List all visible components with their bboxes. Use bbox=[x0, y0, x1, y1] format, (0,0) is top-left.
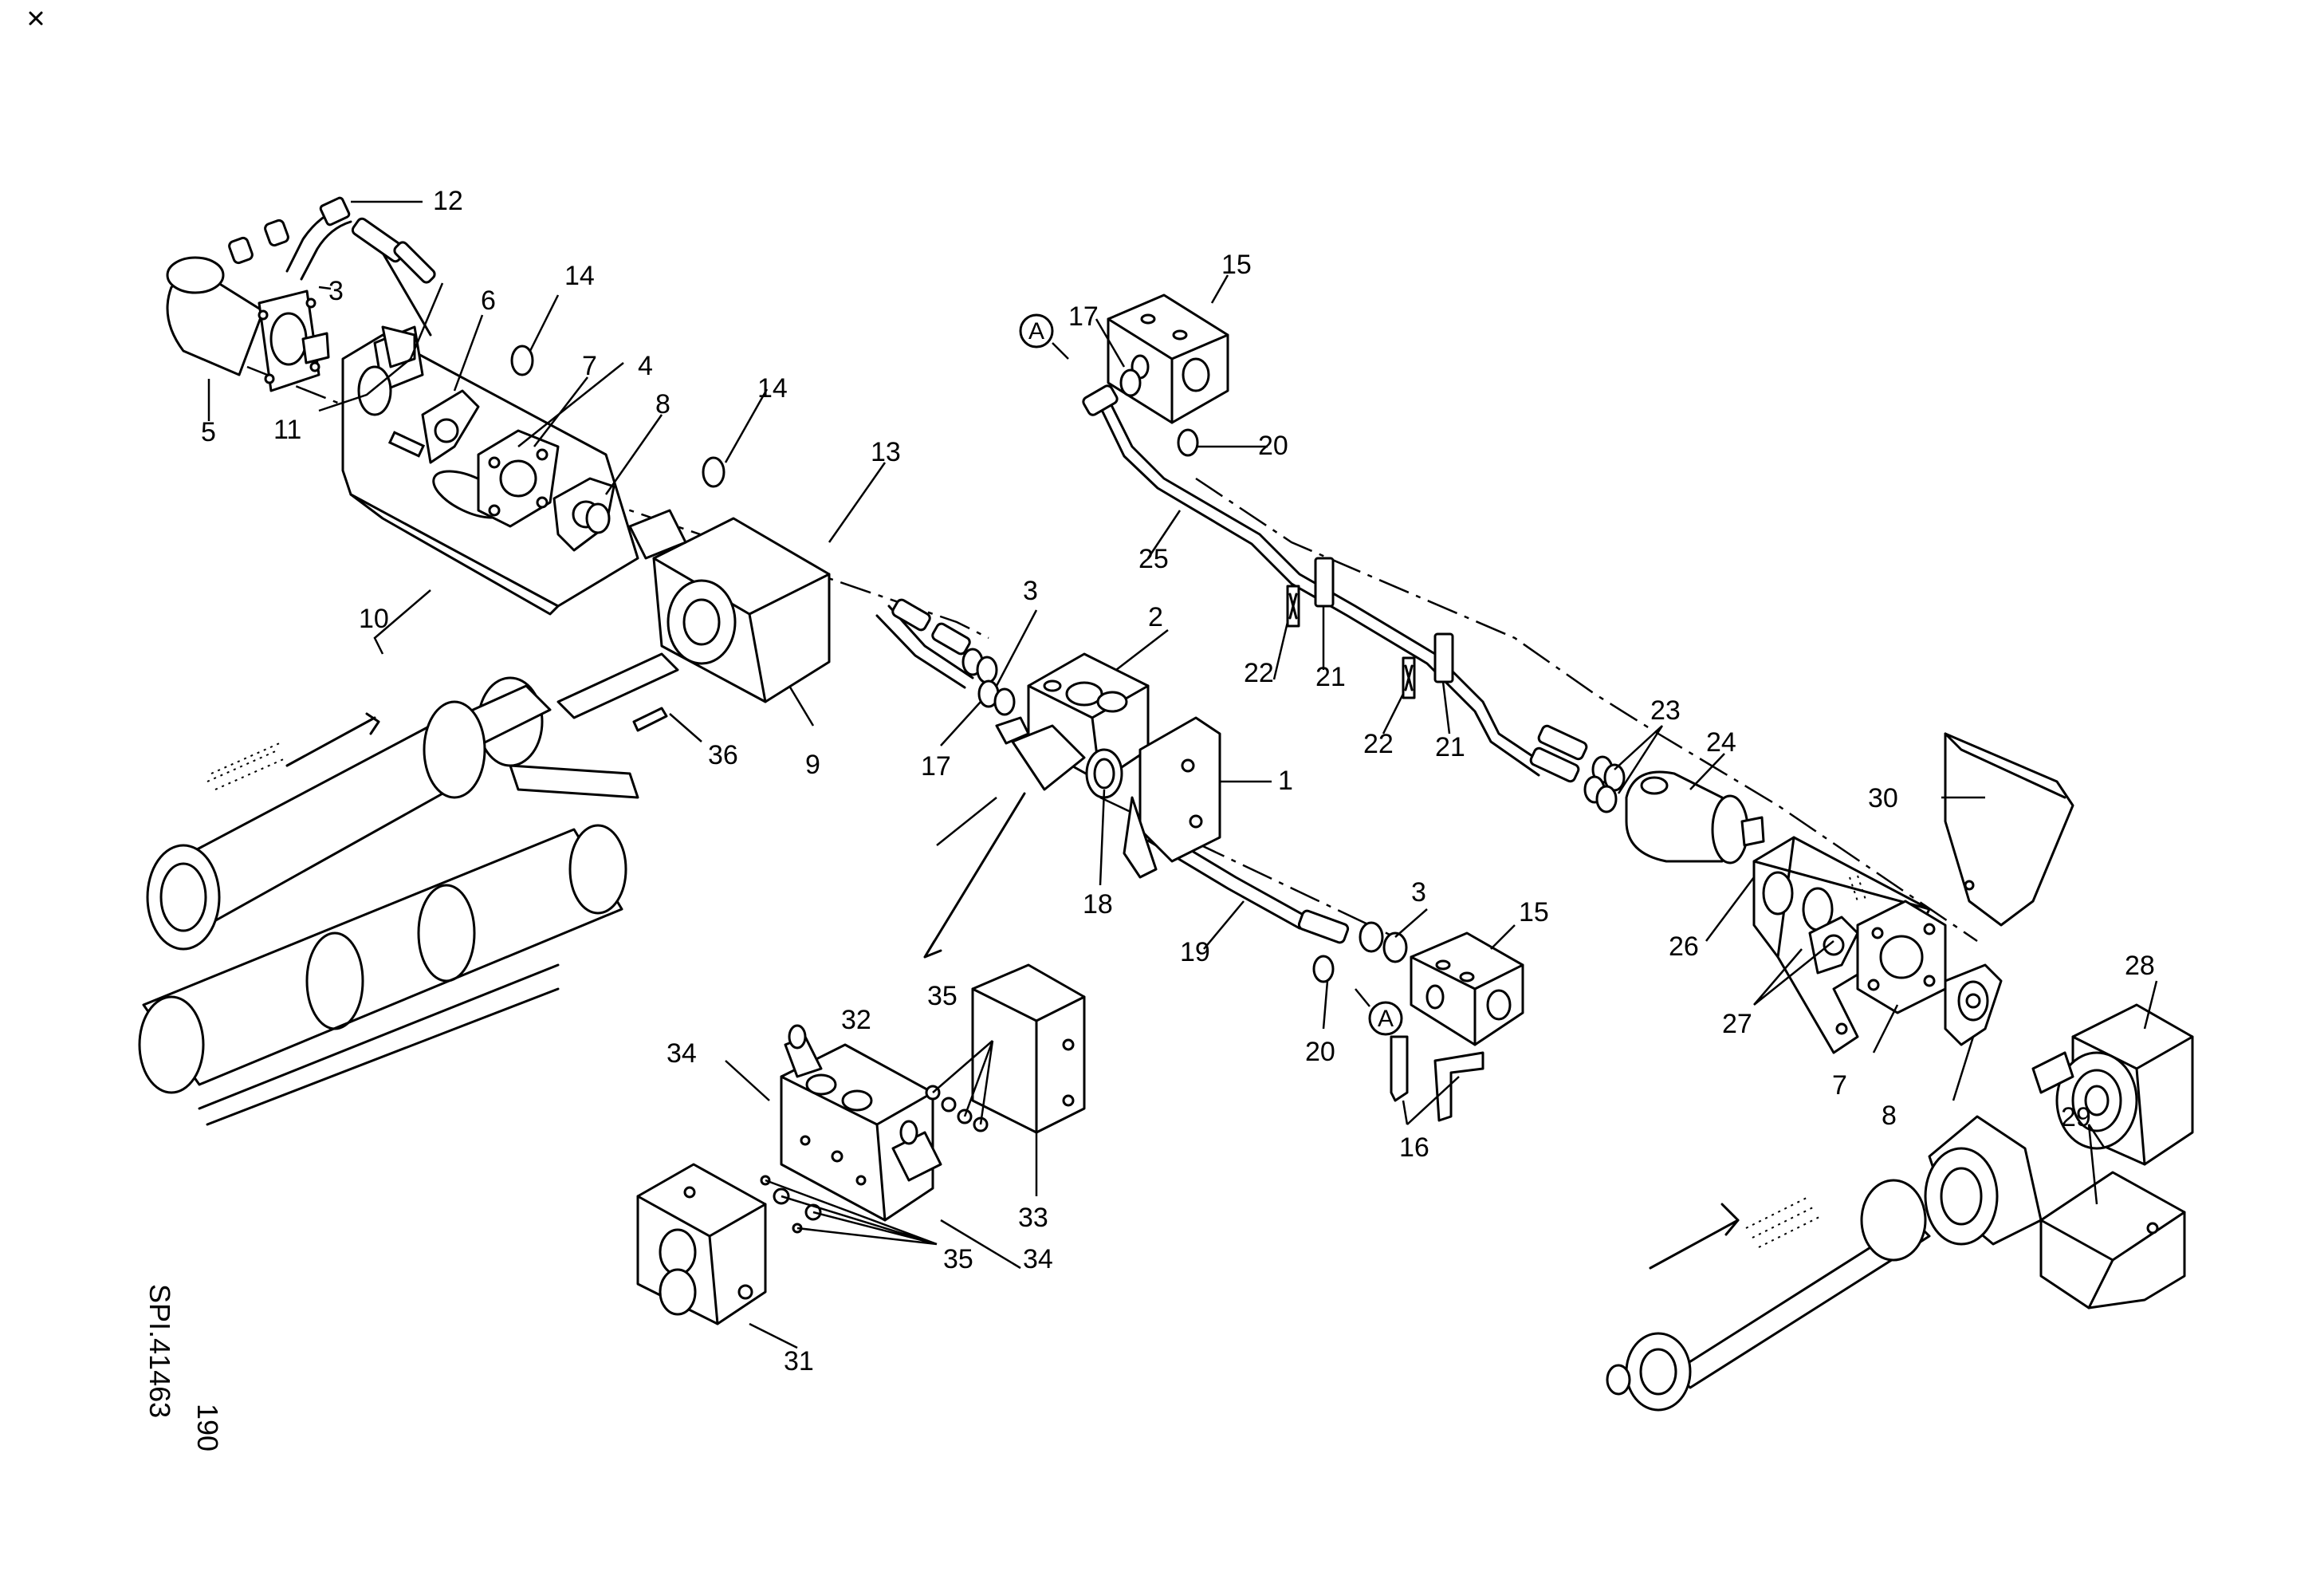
svg-text:A: A bbox=[1378, 1006, 1394, 1032]
callout-30: 30 bbox=[1868, 783, 1898, 813]
callout-15-upper: 15 bbox=[1221, 250, 1252, 280]
part-32-valve-body bbox=[780, 1043, 934, 1222]
callout-8-right: 8 bbox=[1882, 1101, 1897, 1131]
callout-15-lower: 15 bbox=[1519, 897, 1549, 927]
part-7-flange-left bbox=[477, 429, 560, 528]
callout-10: 10 bbox=[359, 604, 389, 634]
part-30-guard bbox=[1944, 732, 2074, 927]
drawing-code: SPI.41463 bbox=[144, 1284, 176, 1418]
part-36-key bbox=[632, 707, 668, 732]
part-5-hydraulic-motor bbox=[166, 219, 330, 392]
part-18-solenoid bbox=[995, 716, 1123, 799]
callout-34-bottom: 34 bbox=[1023, 1244, 1053, 1274]
callout-25: 25 bbox=[1138, 544, 1169, 574]
callout-21-right: 21 bbox=[1435, 732, 1465, 762]
hose-19-fittings bbox=[1297, 909, 1408, 983]
svg-text:A: A bbox=[1028, 318, 1044, 345]
callout-6: 6 bbox=[481, 286, 496, 316]
callout-23: 23 bbox=[1650, 695, 1681, 726]
callout-35-top: 35 bbox=[927, 981, 958, 1011]
callout-36: 36 bbox=[708, 740, 738, 770]
corner-mark bbox=[29, 11, 43, 26]
callout-7-left: 7 bbox=[582, 351, 597, 381]
callout-31: 31 bbox=[784, 1346, 814, 1376]
callout-3-lower: 3 bbox=[1411, 877, 1426, 908]
part-27-gasket bbox=[1808, 916, 1859, 975]
part-8-coupling-right bbox=[1944, 963, 2003, 1046]
callout-20-upper: 20 bbox=[1258, 431, 1288, 461]
reference-marker-lower: A bbox=[1355, 988, 1403, 1036]
callout-27: 27 bbox=[1722, 1009, 1752, 1039]
callout-17-valve: 17 bbox=[921, 751, 951, 782]
part-8-coupling-left bbox=[552, 477, 615, 552]
part-28-gearbox bbox=[2031, 1003, 2194, 1166]
callout-13: 13 bbox=[871, 437, 901, 467]
callout-32: 32 bbox=[841, 1005, 871, 1035]
callout-19: 19 bbox=[1180, 937, 1210, 967]
callout-7-right: 7 bbox=[1832, 1070, 1847, 1101]
callout-5: 5 bbox=[201, 417, 216, 447]
callout-24: 24 bbox=[1706, 727, 1736, 758]
callout-16: 16 bbox=[1399, 1132, 1429, 1163]
callout-17-upper: 17 bbox=[1068, 301, 1099, 332]
reference-marker-upper: A bbox=[1019, 313, 1069, 360]
part-6-gasket bbox=[421, 389, 480, 464]
part-1-bracket bbox=[1123, 716, 1221, 879]
callout-11: 11 bbox=[273, 415, 301, 445]
callout-1: 1 bbox=[1278, 766, 1293, 796]
drawing-code-block: 190 SPI.41463 bbox=[144, 1284, 224, 1451]
page-number: 190 bbox=[191, 1404, 224, 1451]
leader-lines bbox=[207, 200, 2158, 1349]
callout-14-left: 14 bbox=[564, 261, 595, 291]
callout-8-left: 8 bbox=[655, 389, 670, 419]
callout-2: 2 bbox=[1148, 602, 1163, 632]
part-15-block-lower bbox=[1410, 931, 1524, 1046]
callout-labels: 12 3 5 6 14 11 7 4 8 14 13 10 36 9 3 2 1… bbox=[201, 186, 2155, 1376]
roller-assembly bbox=[138, 652, 679, 1126]
callout-29: 29 bbox=[2061, 1102, 2091, 1132]
part-33-cover-plate bbox=[971, 963, 1086, 1134]
callout-35-bottom: 35 bbox=[943, 1244, 973, 1274]
callout-34-top: 34 bbox=[667, 1038, 697, 1069]
explode-arrow bbox=[923, 792, 1026, 959]
valve-fittings bbox=[891, 598, 1016, 716]
part-12-elbow-fitting bbox=[319, 196, 436, 284]
callout-12: 12 bbox=[433, 186, 463, 216]
callout-28: 28 bbox=[2125, 951, 2155, 981]
callout-21-left: 21 bbox=[1315, 662, 1346, 692]
callout-9: 9 bbox=[805, 750, 820, 780]
part-9-gearbox bbox=[628, 509, 831, 703]
callout-3-top: 3 bbox=[328, 276, 344, 306]
part-29-housing bbox=[1924, 1115, 2186, 1309]
part-7-flange-right bbox=[1856, 900, 1947, 1014]
fitting-17-upper bbox=[1082, 368, 1199, 457]
callout-4: 4 bbox=[638, 351, 653, 381]
callout-22-left: 22 bbox=[1244, 658, 1274, 688]
callout-14-mid: 14 bbox=[757, 373, 788, 404]
callout-20-lower: 20 bbox=[1305, 1037, 1335, 1067]
part-21-22-clamps bbox=[1286, 557, 1454, 699]
callout-22-right: 22 bbox=[1363, 729, 1394, 759]
part-23-fittings bbox=[1529, 724, 1626, 813]
callout-26: 26 bbox=[1669, 931, 1699, 962]
hoses bbox=[285, 206, 1548, 930]
part-15-block-upper bbox=[1107, 293, 1229, 424]
drive-shaft bbox=[1606, 1179, 1931, 1412]
part-16-brackets bbox=[1390, 1035, 1484, 1122]
part-34-solenoids bbox=[784, 1024, 942, 1182]
part-31-base-block bbox=[636, 1163, 767, 1325]
part-14-clamps bbox=[510, 345, 726, 488]
part-24-hydraulic-motor bbox=[1625, 770, 1765, 864]
callout-18: 18 bbox=[1083, 889, 1113, 920]
callout-33: 33 bbox=[1018, 1203, 1048, 1233]
callout-3-valve: 3 bbox=[1023, 576, 1038, 606]
